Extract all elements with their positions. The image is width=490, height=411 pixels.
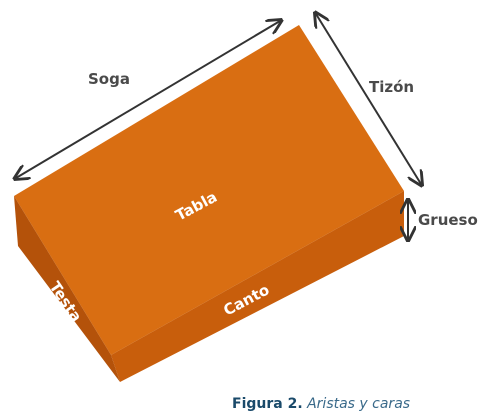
caption-text: Aristas y caras <box>303 396 410 411</box>
grueso-label: Grueso <box>418 211 478 229</box>
tizon-arrow <box>316 14 421 184</box>
figure-caption: Figura 2. Aristas y caras <box>232 396 410 411</box>
brick-top-face <box>14 25 404 355</box>
brick-side-face <box>14 196 120 382</box>
soga-arrow <box>16 21 280 178</box>
brick-front-face <box>111 191 404 382</box>
caption-prefix: Figura 2. <box>232 396 303 411</box>
tizon-label: Tizón <box>369 78 414 96</box>
soga-label: Soga <box>88 70 130 88</box>
